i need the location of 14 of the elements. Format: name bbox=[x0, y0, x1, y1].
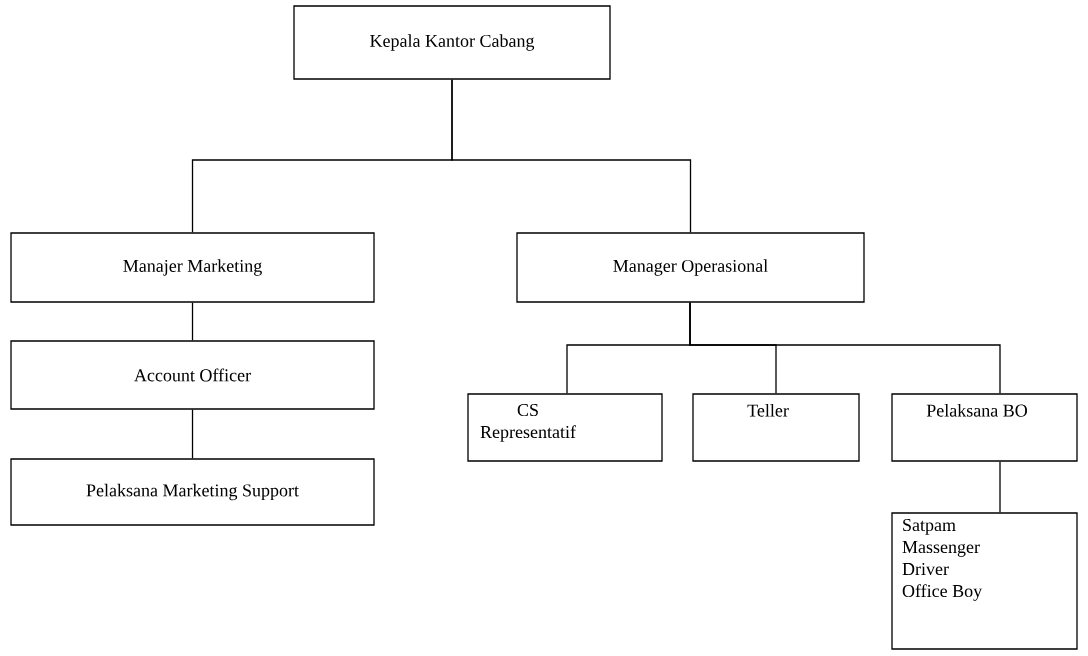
org-box: Teller bbox=[692, 393, 860, 462]
connector-line bbox=[451, 79, 692, 233]
org-box: Satpam Massenger Driver Office Boy bbox=[891, 512, 1078, 650]
org-box: CS Representatif bbox=[467, 393, 663, 462]
org-box: Pelaksana Marketing Support bbox=[10, 458, 375, 526]
connector-line bbox=[191, 409, 194, 459]
connector-line bbox=[689, 302, 1001, 394]
connector-line bbox=[191, 302, 194, 341]
org-box: Account Officer bbox=[10, 340, 375, 410]
connector-line bbox=[999, 461, 1001, 513]
org-box: Manager Operasional bbox=[516, 232, 865, 303]
org-box: Kepala Kantor Cabang bbox=[293, 5, 611, 80]
org-box: Pelaksana BO bbox=[891, 393, 1078, 462]
org-box: Manajer Marketing bbox=[10, 232, 375, 303]
